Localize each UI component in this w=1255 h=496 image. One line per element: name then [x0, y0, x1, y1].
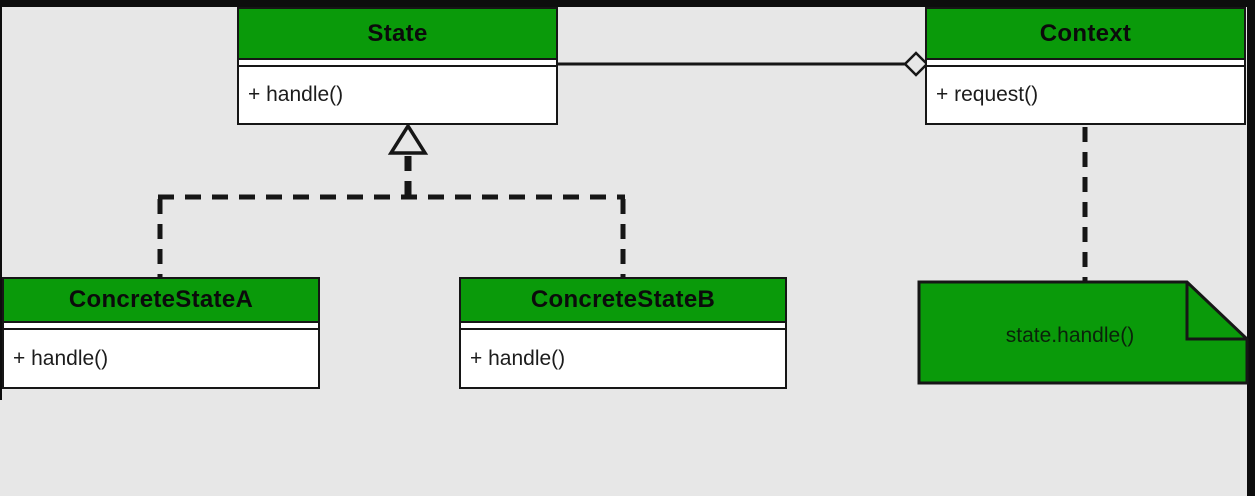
frame-top-bar: [0, 0, 1255, 7]
class-attrs-context: [927, 60, 1244, 67]
class-box-state: State + handle(): [237, 7, 558, 125]
method-label: + handle(): [248, 83, 344, 106]
aggregation-diamond-icon: [903, 51, 929, 77]
class-box-context: Context + request(): [925, 7, 1246, 125]
method-label: + handle(): [13, 346, 109, 370]
generalization-triangle-icon: [387, 122, 429, 155]
class-header-context: Context: [927, 9, 1244, 60]
class-methods-concrete-state-b: + handle(): [461, 330, 785, 387]
class-methods-state: + handle(): [239, 67, 556, 123]
note-fold-icon: [1185, 282, 1247, 341]
class-attrs-concrete-state-a: [4, 323, 318, 330]
class-header-concrete-state-b: ConcreteStateB: [461, 279, 785, 323]
class-name-state: State: [367, 19, 428, 47]
note-shape: [917, 280, 1249, 385]
class-methods-context: + request(): [927, 67, 1244, 123]
class-name-concrete-state-a: ConcreteStateA: [68, 286, 254, 313]
note-text: state.handle(): [1005, 324, 1135, 347]
frame-right-bar: [1247, 0, 1255, 496]
class-box-concrete-state-a: ConcreteStateA + handle(): [2, 277, 320, 389]
class-attrs-state: [239, 60, 556, 67]
method-label: + request(): [936, 83, 1039, 106]
class-header-state: State: [239, 9, 556, 60]
class-attrs-concrete-state-b: [461, 323, 785, 330]
class-name-context: Context: [1039, 19, 1132, 47]
class-box-concrete-state-b: ConcreteStateB + handle(): [459, 277, 787, 389]
frame-left-line: [0, 0, 2, 400]
class-name-concrete-state-b: ConcreteStateB: [530, 286, 716, 313]
method-label: + handle(): [470, 346, 566, 370]
class-methods-concrete-state-a: + handle(): [4, 330, 318, 387]
class-header-concrete-state-a: ConcreteStateA: [4, 279, 318, 323]
